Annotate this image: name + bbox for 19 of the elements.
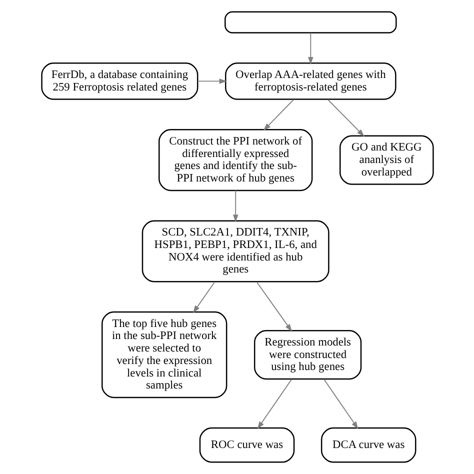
arrow	[196, 78, 226, 84]
node-box: The top five hub genes in the sub-PPI network were selected to verify the expression levels in clinical samples	[101, 311, 227, 398]
arrow	[192, 281, 215, 314]
node-box: GO and KEGG ananlysis of overlapped	[338, 135, 434, 185]
node-box: Construct the PPI network of differentially expressed genes and identify the sub-PPI network of hub genes	[158, 129, 312, 192]
node-box: DCA curve was	[320, 427, 416, 463]
node-box: ROC curve was	[198, 427, 294, 463]
arrow	[232, 190, 238, 222]
arrow	[262, 99, 294, 131]
node-box	[224, 11, 396, 34]
node-box: FerrDb, a database containing 259 Ferroptosis related genes	[40, 62, 198, 100]
node-box: Regression models were constructed using hub genes	[253, 330, 362, 380]
arrow	[307, 32, 313, 65]
arrow	[256, 281, 292, 332]
node-box: SCD, SLC2A1, DDIT4, TXNIP, HSPB1, PEBP1, PRDX1, IL-6, and NOX4 were identified as hub genes	[141, 220, 329, 282]
arrow	[323, 378, 358, 430]
node-box: Overlap AAA-related genes with ferroptosis-related genes	[224, 62, 396, 100]
arrow	[256, 378, 292, 430]
arrow	[326, 99, 364, 137]
